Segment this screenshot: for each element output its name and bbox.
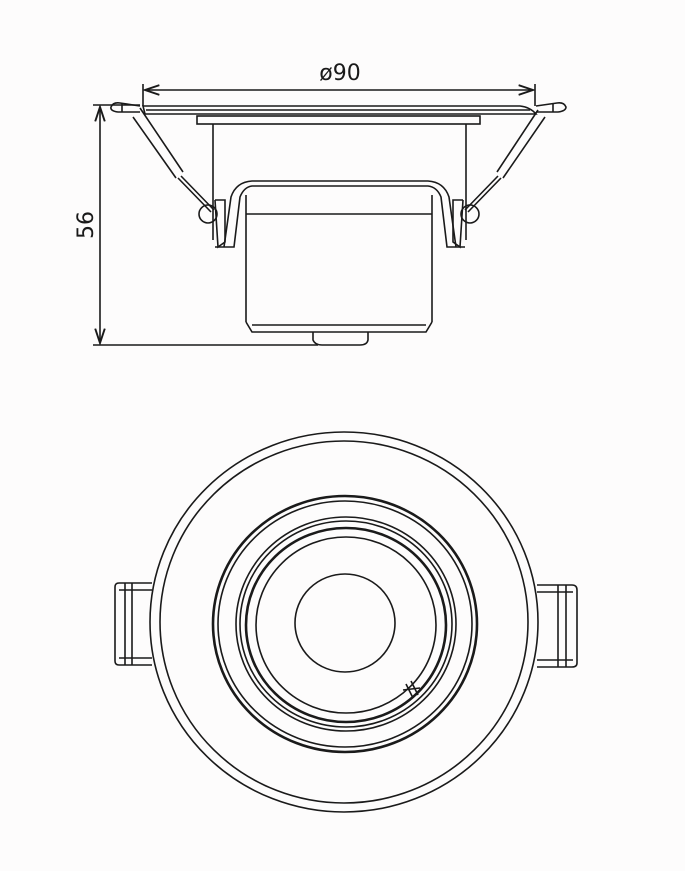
trim-inner-edge [159,440,529,804]
outer-trim-ring [149,431,539,813]
diameter-label: ø90 [319,61,360,86]
ring-notch [402,680,421,699]
spring-clip-right [452,102,567,249]
height-dimension: 56 [74,104,318,346]
height-label: 56 [74,211,99,239]
led-lens [294,573,396,673]
gimbal-ring [211,494,479,754]
lens-holder-ring [244,526,448,724]
tab-right [537,584,578,668]
lamp-cup [215,180,465,346]
tab-left [114,582,152,666]
bottom-nub [312,332,369,346]
diameter-dimension: ø90 [142,61,536,106]
side-view: ø90 56 [74,61,567,346]
spring-clip-left [110,102,226,249]
top-view [114,431,578,813]
